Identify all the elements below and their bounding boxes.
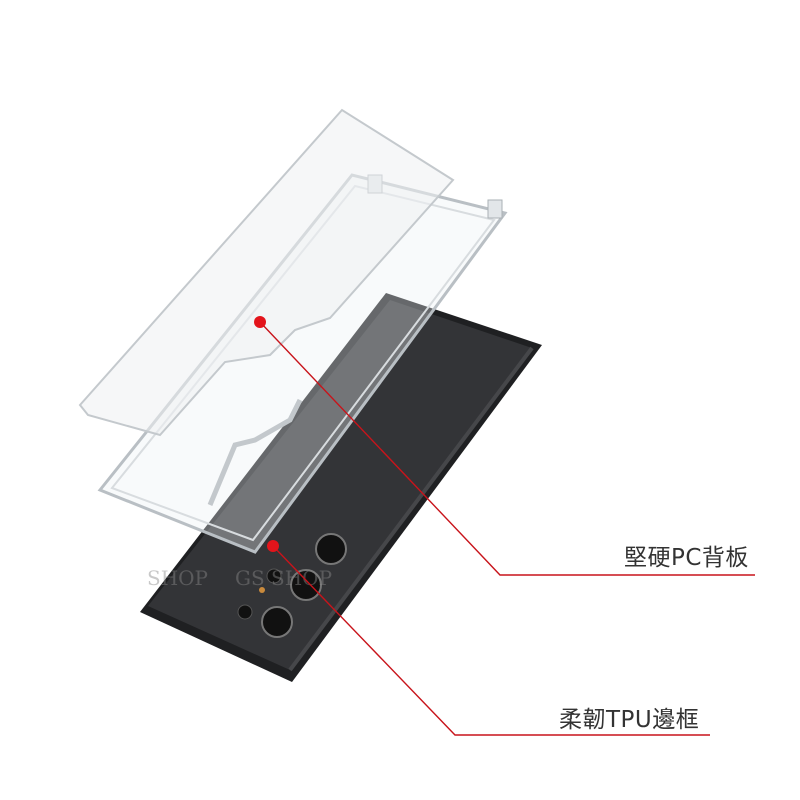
callout-tpu-frame xyxy=(267,540,710,736)
callout-label-pc-back: 堅硬PC背板 xyxy=(624,545,749,571)
callout-dot xyxy=(254,316,266,328)
callout-dot xyxy=(267,540,279,552)
pc-back-plate xyxy=(78,108,455,437)
callout-label-tpu-frame: 柔韌TPU邊框 xyxy=(559,707,700,733)
callout-pc-back xyxy=(254,316,755,576)
watermark: GS SHOP xyxy=(235,566,332,590)
camera-lenses xyxy=(237,533,347,638)
phone: SHOP GS SHOP xyxy=(140,293,542,682)
watermark: SHOP xyxy=(147,566,208,590)
